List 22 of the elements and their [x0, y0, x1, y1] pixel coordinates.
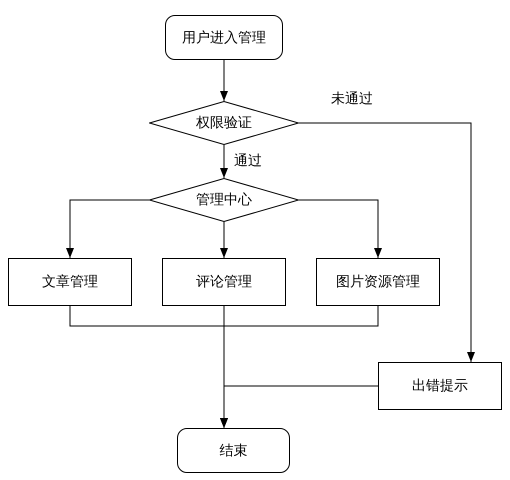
node-label: 管理中心: [196, 191, 252, 209]
arrow: [220, 222, 228, 258]
node-label: 出错提示: [412, 377, 468, 395]
arrow: [220, 144, 228, 178]
node-label: 结束: [220, 442, 248, 460]
node-label: 图片资源管理: [336, 273, 420, 291]
process-box: [162, 258, 286, 306]
terminal-box: [177, 428, 290, 473]
edge-label: 未通过: [330, 90, 374, 108]
terminal-box: [165, 15, 283, 60]
arrow: [220, 60, 228, 102]
node-label: 权限验证: [196, 114, 252, 132]
arrow: [66, 200, 150, 258]
process-box: [8, 258, 132, 306]
node-label: 评论管理: [196, 273, 252, 291]
node-label: 用户进入管理: [182, 28, 266, 46]
process-box: [316, 258, 440, 306]
arrow: [298, 122, 475, 362]
process-box: [378, 362, 502, 410]
arrow: [220, 386, 378, 428]
node-label: 文章管理: [42, 273, 98, 291]
arrow: [298, 200, 382, 258]
